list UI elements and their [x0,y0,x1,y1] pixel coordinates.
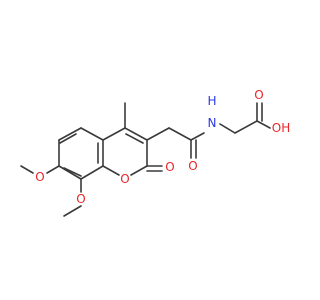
atom-labels: OH O H N O O O O O [35,88,290,206]
bond [58,127,82,141]
bonds [20,102,271,217]
bond [46,165,60,174]
bond [80,165,104,180]
bond [146,127,170,141]
bond [80,127,104,141]
atom-label-methoxy-o-8: O [76,192,85,206]
bond [130,165,148,176]
atom-label-amide-h: H [207,94,216,108]
bond [102,165,120,176]
atom-label-acid-oh: OH [272,121,290,135]
bond [63,205,82,217]
bond [58,165,82,180]
bond [219,123,236,134]
atom-label-lactone-o: O [165,160,174,174]
bond [190,132,205,141]
bond [20,165,34,174]
atom-label-amide-o: O [188,159,197,173]
bond [124,127,148,141]
atom-label-methoxy-o-7: O [35,170,44,184]
bond [256,120,271,129]
atom-label-amide-n: N [208,116,217,130]
bond [102,127,126,141]
atom-label-ring-o: O [120,172,129,186]
atom-label-acid-o: O [254,88,263,102]
bond [234,120,258,134]
molecule-structure: OH O H N O O O O O [20,88,290,217]
bond [59,133,77,144]
bond [125,133,144,144]
bond [63,167,82,177]
bond [168,127,192,141]
